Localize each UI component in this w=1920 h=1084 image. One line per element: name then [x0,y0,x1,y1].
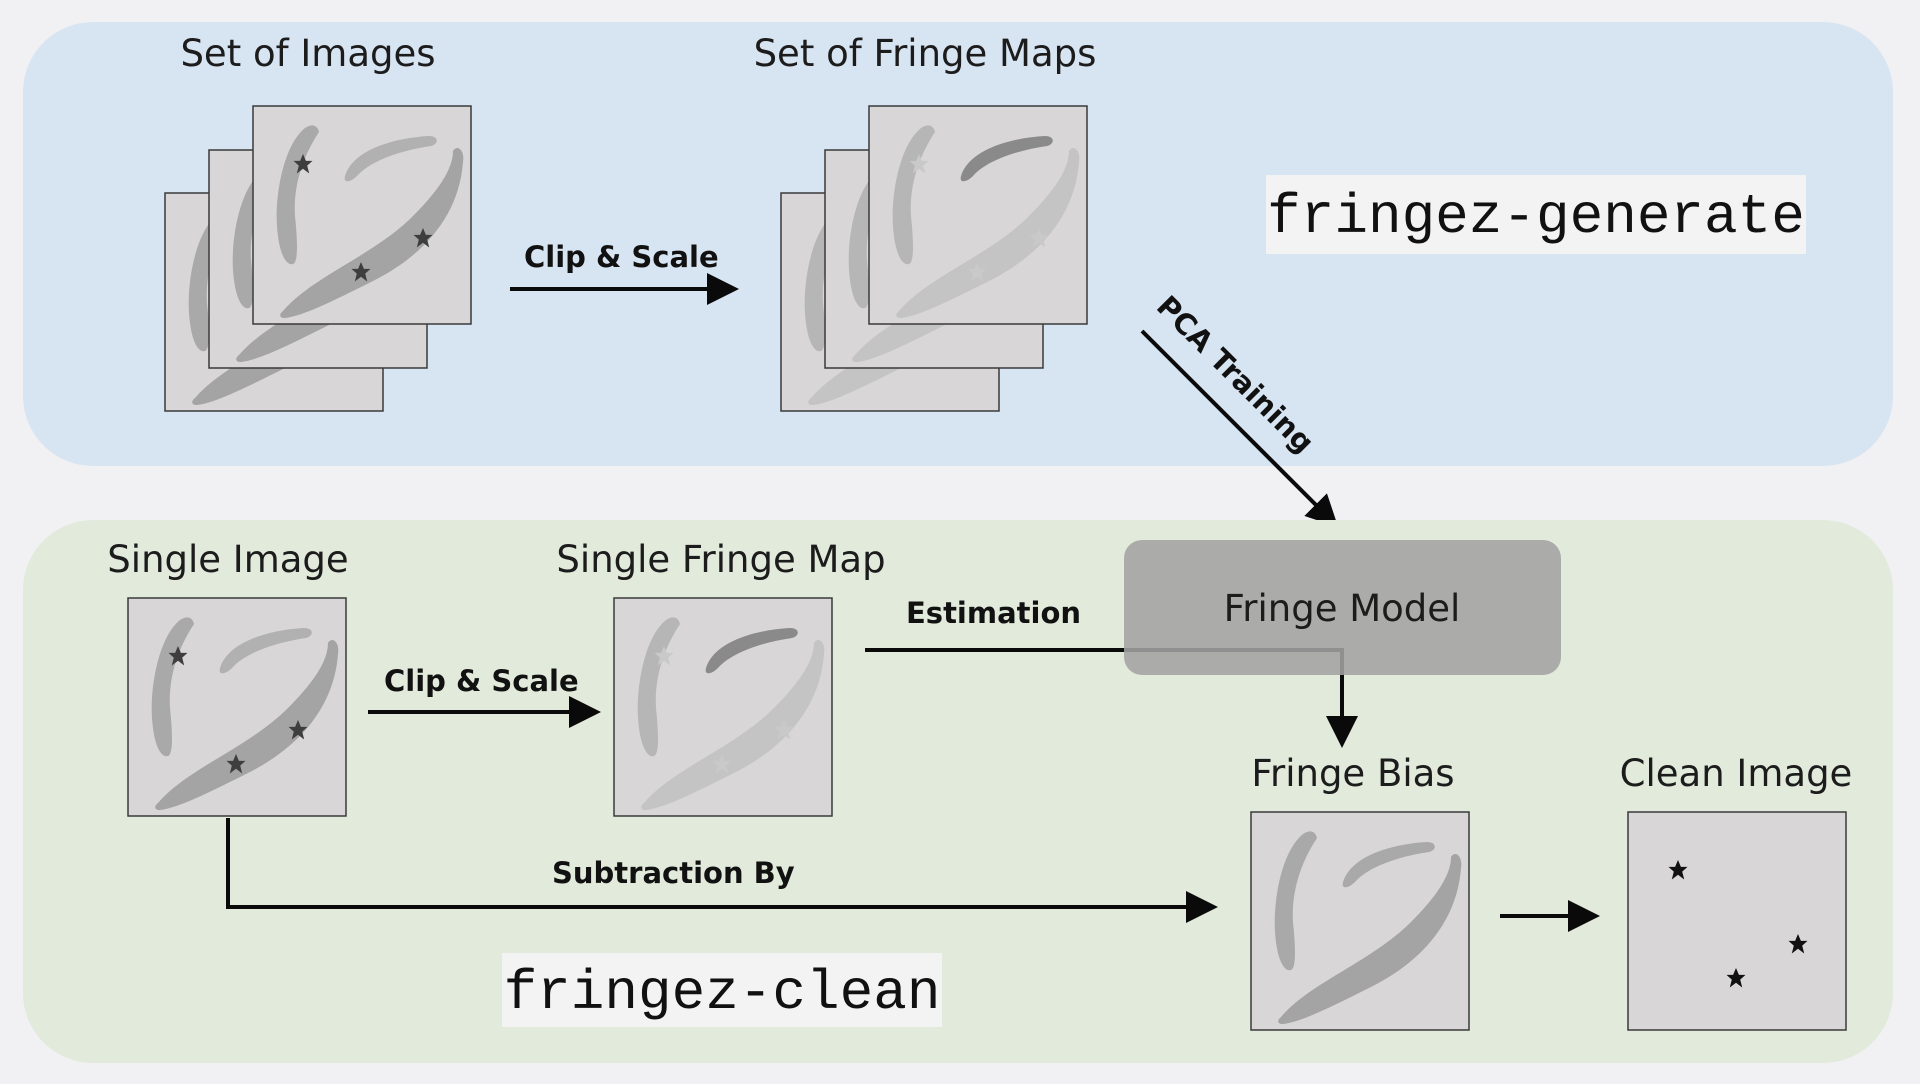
generate-command-box [1266,175,1806,254]
image-stack [164,105,472,412]
clip-scale-label-bottom: Clip & Scale [384,664,579,698]
clean-command-box [502,953,942,1027]
set-of-images-label: Set of Images [180,32,435,75]
subtraction-arrow [226,818,1218,923]
clip-scale-label-top: Clip & Scale [524,240,719,274]
single-fringe-map-label: Single Fringe Map [556,538,885,581]
clean-image-label: Clean Image [1620,752,1853,795]
fringe-map-thumbnail [868,105,1088,325]
generate-command: fringez-generate [1267,185,1805,249]
fringe-map-stack [780,105,1088,412]
estimation-label: Estimation [906,596,1081,630]
set-of-fringe-maps-label: Set of Fringe Maps [754,32,1097,75]
single-image-label: Single Image [107,538,348,581]
single-fringe-map-thumbnail [613,597,833,817]
single-image-thumbnail [127,597,347,817]
subtraction-label: Subtraction By [552,856,795,890]
fringe-model-box [1124,540,1561,675]
fringe-bias-thumbnail [1250,811,1470,1031]
image-thumbnail [252,105,472,325]
clean-command: fringez-clean [504,961,941,1025]
fringe-model-label: Fringe Model [1224,587,1461,630]
clean-image-thumbnail [1627,811,1847,1031]
fringe-bias-label: Fringe Bias [1251,752,1454,795]
pca-training-arrow [1140,329,1339,528]
